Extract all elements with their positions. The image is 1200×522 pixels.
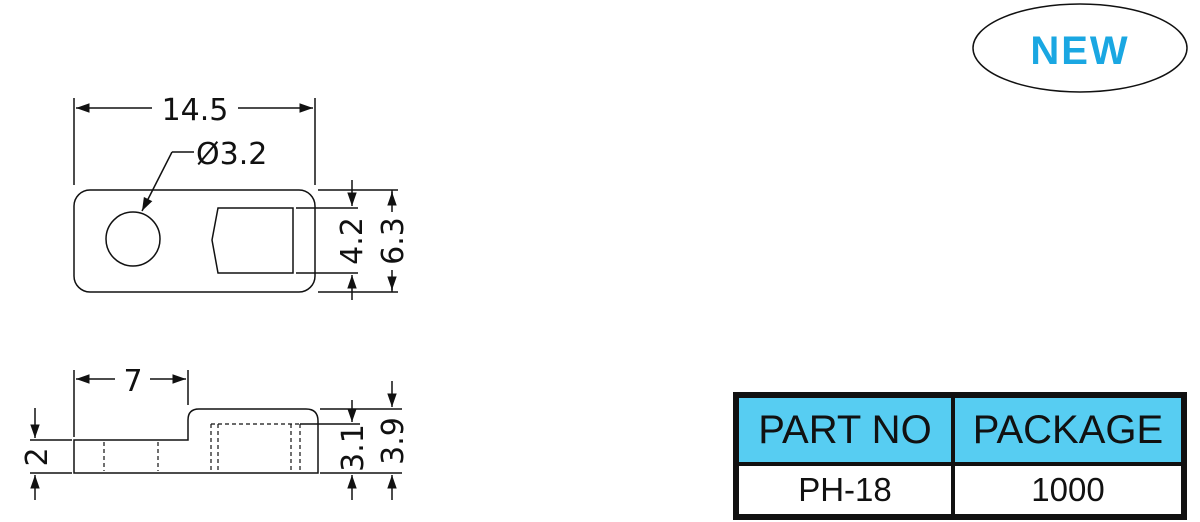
slot-opening [211,207,294,274]
part-table: PART NO PACKAGE PH-18 1000 [733,392,1187,520]
outer-height-label: 6.3 [376,217,411,265]
side-inner-height-label: 3.1 [336,424,371,472]
mounting-hole [105,211,161,267]
side-view [30,370,402,474]
cell-part-no: PH-18 [734,462,955,519]
top-view [73,98,398,293]
total-height-label: 3.9 [376,417,411,465]
side-view-outline [73,408,319,474]
new-badge-label: NEW [1030,29,1129,73]
length-label: 14.5 [162,93,229,128]
hole-leader [141,151,194,212]
new-badge: NEW [972,3,1188,93]
step-length-label: 7 [123,364,142,399]
hole-diameter-label: Ø3.2 [196,137,267,172]
cell-package: 1000 [951,462,1186,519]
base-thickness-label: 2 [20,447,55,466]
header-package: PACKAGE [951,393,1186,466]
inner-height-label: 4.2 [335,217,370,265]
header-part-no: PART NO [734,393,955,466]
top-view-outline [73,189,316,293]
